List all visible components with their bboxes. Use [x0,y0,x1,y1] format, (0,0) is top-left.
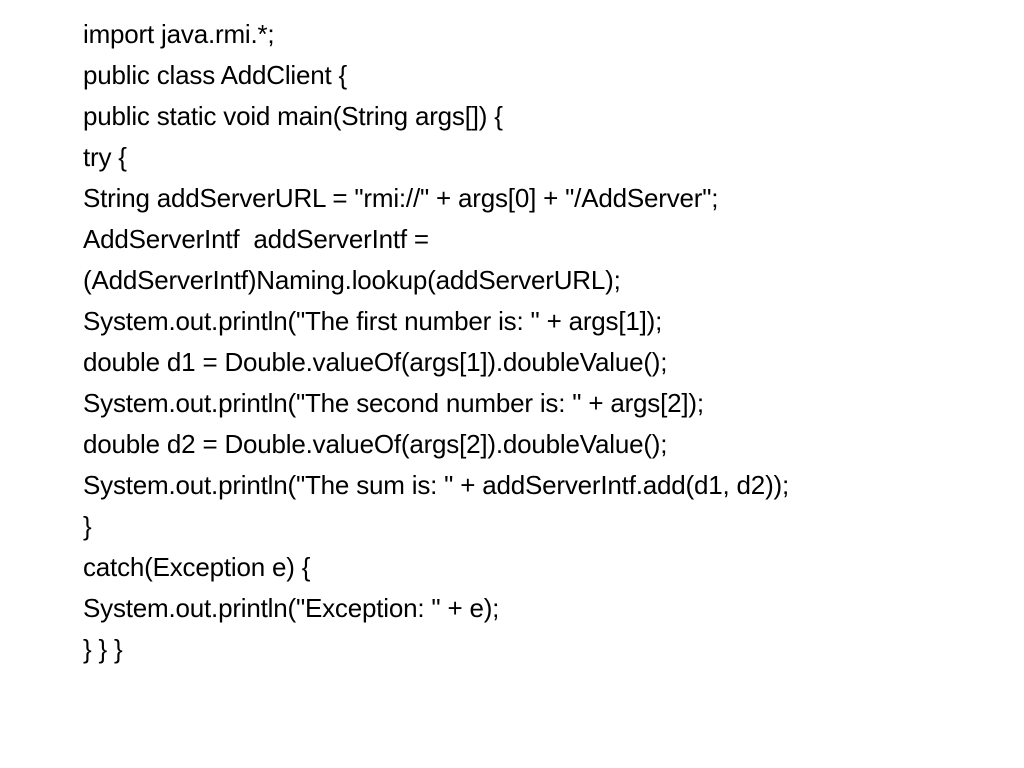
code-line-close-try: } [83,511,92,541]
code-line-print-first: System.out.println("The first number is:… [83,306,663,336]
code-line-intf-declaration: AddServerIntf addServerIntf = [83,224,429,254]
code-line-print-exception: System.out.println("Exception: " + e); [83,593,500,623]
code-line-print-sum: System.out.println("The sum is: " + addS… [83,470,790,500]
code-line-try: try { [83,142,127,172]
code-line-class-declaration: public class AddClient { [83,60,348,90]
code-line-print-second: System.out.println("The second number is… [83,388,704,418]
code-line-parse-d2: double d2 = Double.valueOf(args[2]).doub… [83,429,668,459]
code-line-closing-braces: } } } [83,634,123,664]
code-line-catch: catch(Exception e) { [83,552,311,582]
code-line-server-url: String addServerURL = "rmi://" + args[0]… [83,183,719,213]
code-listing: import java.rmi.*; public class AddClien… [83,14,1003,670]
code-line-naming-lookup: (AddServerIntf)Naming.lookup(addServerUR… [83,265,621,295]
code-line-main-method: public static void main(String args[]) { [83,101,503,131]
code-line-import: import java.rmi.*; [83,19,275,49]
code-line-parse-d1: double d1 = Double.valueOf(args[1]).doub… [83,347,668,377]
